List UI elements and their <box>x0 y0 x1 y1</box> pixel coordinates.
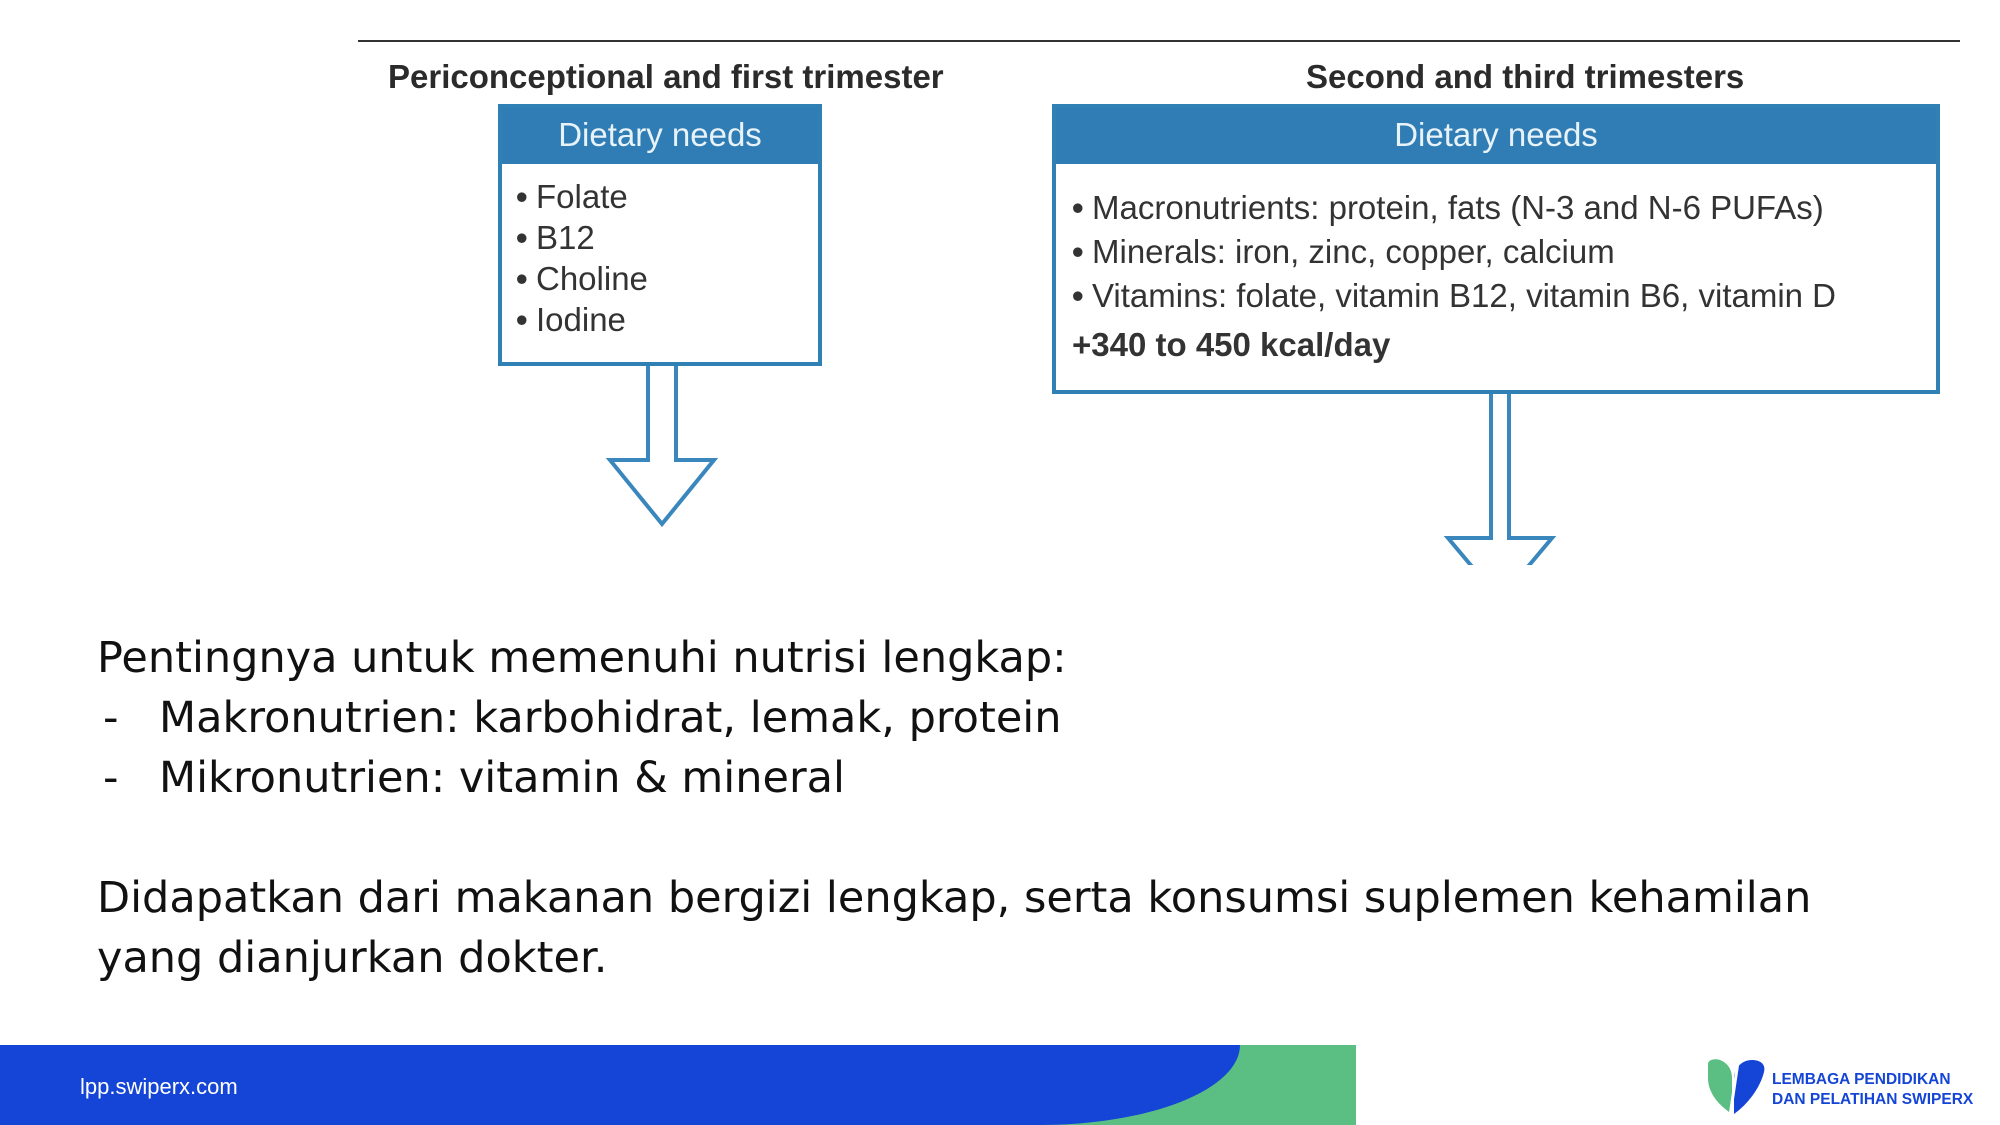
intro-text: Pentingnya untuk memenuhi nutrisi lengka… <box>97 633 1067 683</box>
list-item: •Macronutrients: protein, fats (N-3 and … <box>1072 186 1936 230</box>
flow-arrows <box>605 366 1557 565</box>
list-item: •Vitamins: folate, vitamin B12, vitamin … <box>1072 274 1936 318</box>
nutrient-list: -Makronutrien: karbohidrat, lemak, prote… <box>97 688 1957 808</box>
second-third-trimester-needs-box: Dietary needs •Macronutrients: protein, … <box>1052 104 1940 394</box>
figure-top-rule <box>358 40 1960 42</box>
spacer <box>97 808 1957 868</box>
swiperx-logo-text: LEMBAGA PENDIDIKAN DAN PELATIHAN SWIPERX <box>1772 1070 1973 1110</box>
list-item: •B12 <box>516 217 818 258</box>
bullet: • <box>516 178 528 215</box>
bullet: • <box>1072 189 1084 226</box>
dash-marker: - <box>103 693 119 743</box>
footer-blue-band <box>0 1045 1240 1125</box>
bullet: • <box>1072 277 1084 314</box>
dietary-needs-figure: Periconceptional and first trimester Sec… <box>358 40 1960 565</box>
first-trimester-needs-box: Dietary needs •Folate •B12 •Choline •Iod… <box>498 104 822 366</box>
logo-line-1: LEMBAGA PENDIDIKAN <box>1772 1071 1951 1088</box>
list-item-text: Folate <box>536 178 628 215</box>
list-item-text: Choline <box>536 260 648 297</box>
first-trimester-box-title: Dietary needs <box>502 108 818 164</box>
list-item: •Iodine <box>516 299 818 340</box>
list-item-text: Iodine <box>536 301 626 338</box>
bullet: • <box>1072 233 1084 270</box>
list-item: •Minerals: iron, zinc, copper, calcium <box>1072 230 1936 274</box>
down-arrow-icon <box>1443 394 1557 565</box>
list-item-text: Vitamins: folate, vitamin B12, vitamin B… <box>1092 277 1837 314</box>
second-third-trimester-heading: Second and third trimesters <box>1306 58 1745 95</box>
list-item: -Mikronutrien: vitamin & mineral <box>97 748 1957 808</box>
energy-requirement: +340 to 450 kcal/day <box>1072 326 1391 363</box>
dash-marker: - <box>103 753 119 803</box>
logo-line-2: DAN PELATIHAN SWIPERX <box>1772 1091 1974 1108</box>
list-item: •Folate <box>516 176 818 217</box>
closing-text-line-1: Didapatkan dari makanan bergizi lengkap,… <box>97 873 1812 923</box>
list-item-text: B12 <box>536 219 595 256</box>
list-item-text: Macronutrients: protein, fats (N-3 and N… <box>1092 189 1824 226</box>
list-item: •Choline <box>516 258 818 299</box>
bullet: • <box>516 301 528 338</box>
list-item-text: Makronutrien: karbohidrat, lemak, protei… <box>159 693 1062 743</box>
slide-content: Pentingnya untuk memenuhi nutrisi lengka… <box>97 628 1957 988</box>
list-item-text: Minerals: iron, zinc, copper, calcium <box>1092 233 1615 270</box>
closing-text-line-2: yang dianjurkan dokter. <box>97 933 608 983</box>
bullet: • <box>516 219 528 256</box>
swiperx-logo-icon <box>1708 1059 1765 1116</box>
bullet: • <box>516 260 528 297</box>
list-item-text: Mikronutrien: vitamin & mineral <box>159 753 845 803</box>
second-third-trimester-needs-list: •Macronutrients: protein, fats (N-3 and … <box>1056 164 1936 318</box>
second-third-trimester-box-title: Dietary needs <box>1056 108 1936 164</box>
first-trimester-heading: Periconceptional and first trimester <box>388 58 944 95</box>
first-trimester-needs-list: •Folate •B12 •Choline •Iodine <box>502 164 818 340</box>
down-arrow-icon <box>605 366 719 528</box>
list-item: -Makronutrien: karbohidrat, lemak, prote… <box>97 688 1957 748</box>
footer-url[interactable]: lpp.swiperx.com <box>80 1074 238 1099</box>
